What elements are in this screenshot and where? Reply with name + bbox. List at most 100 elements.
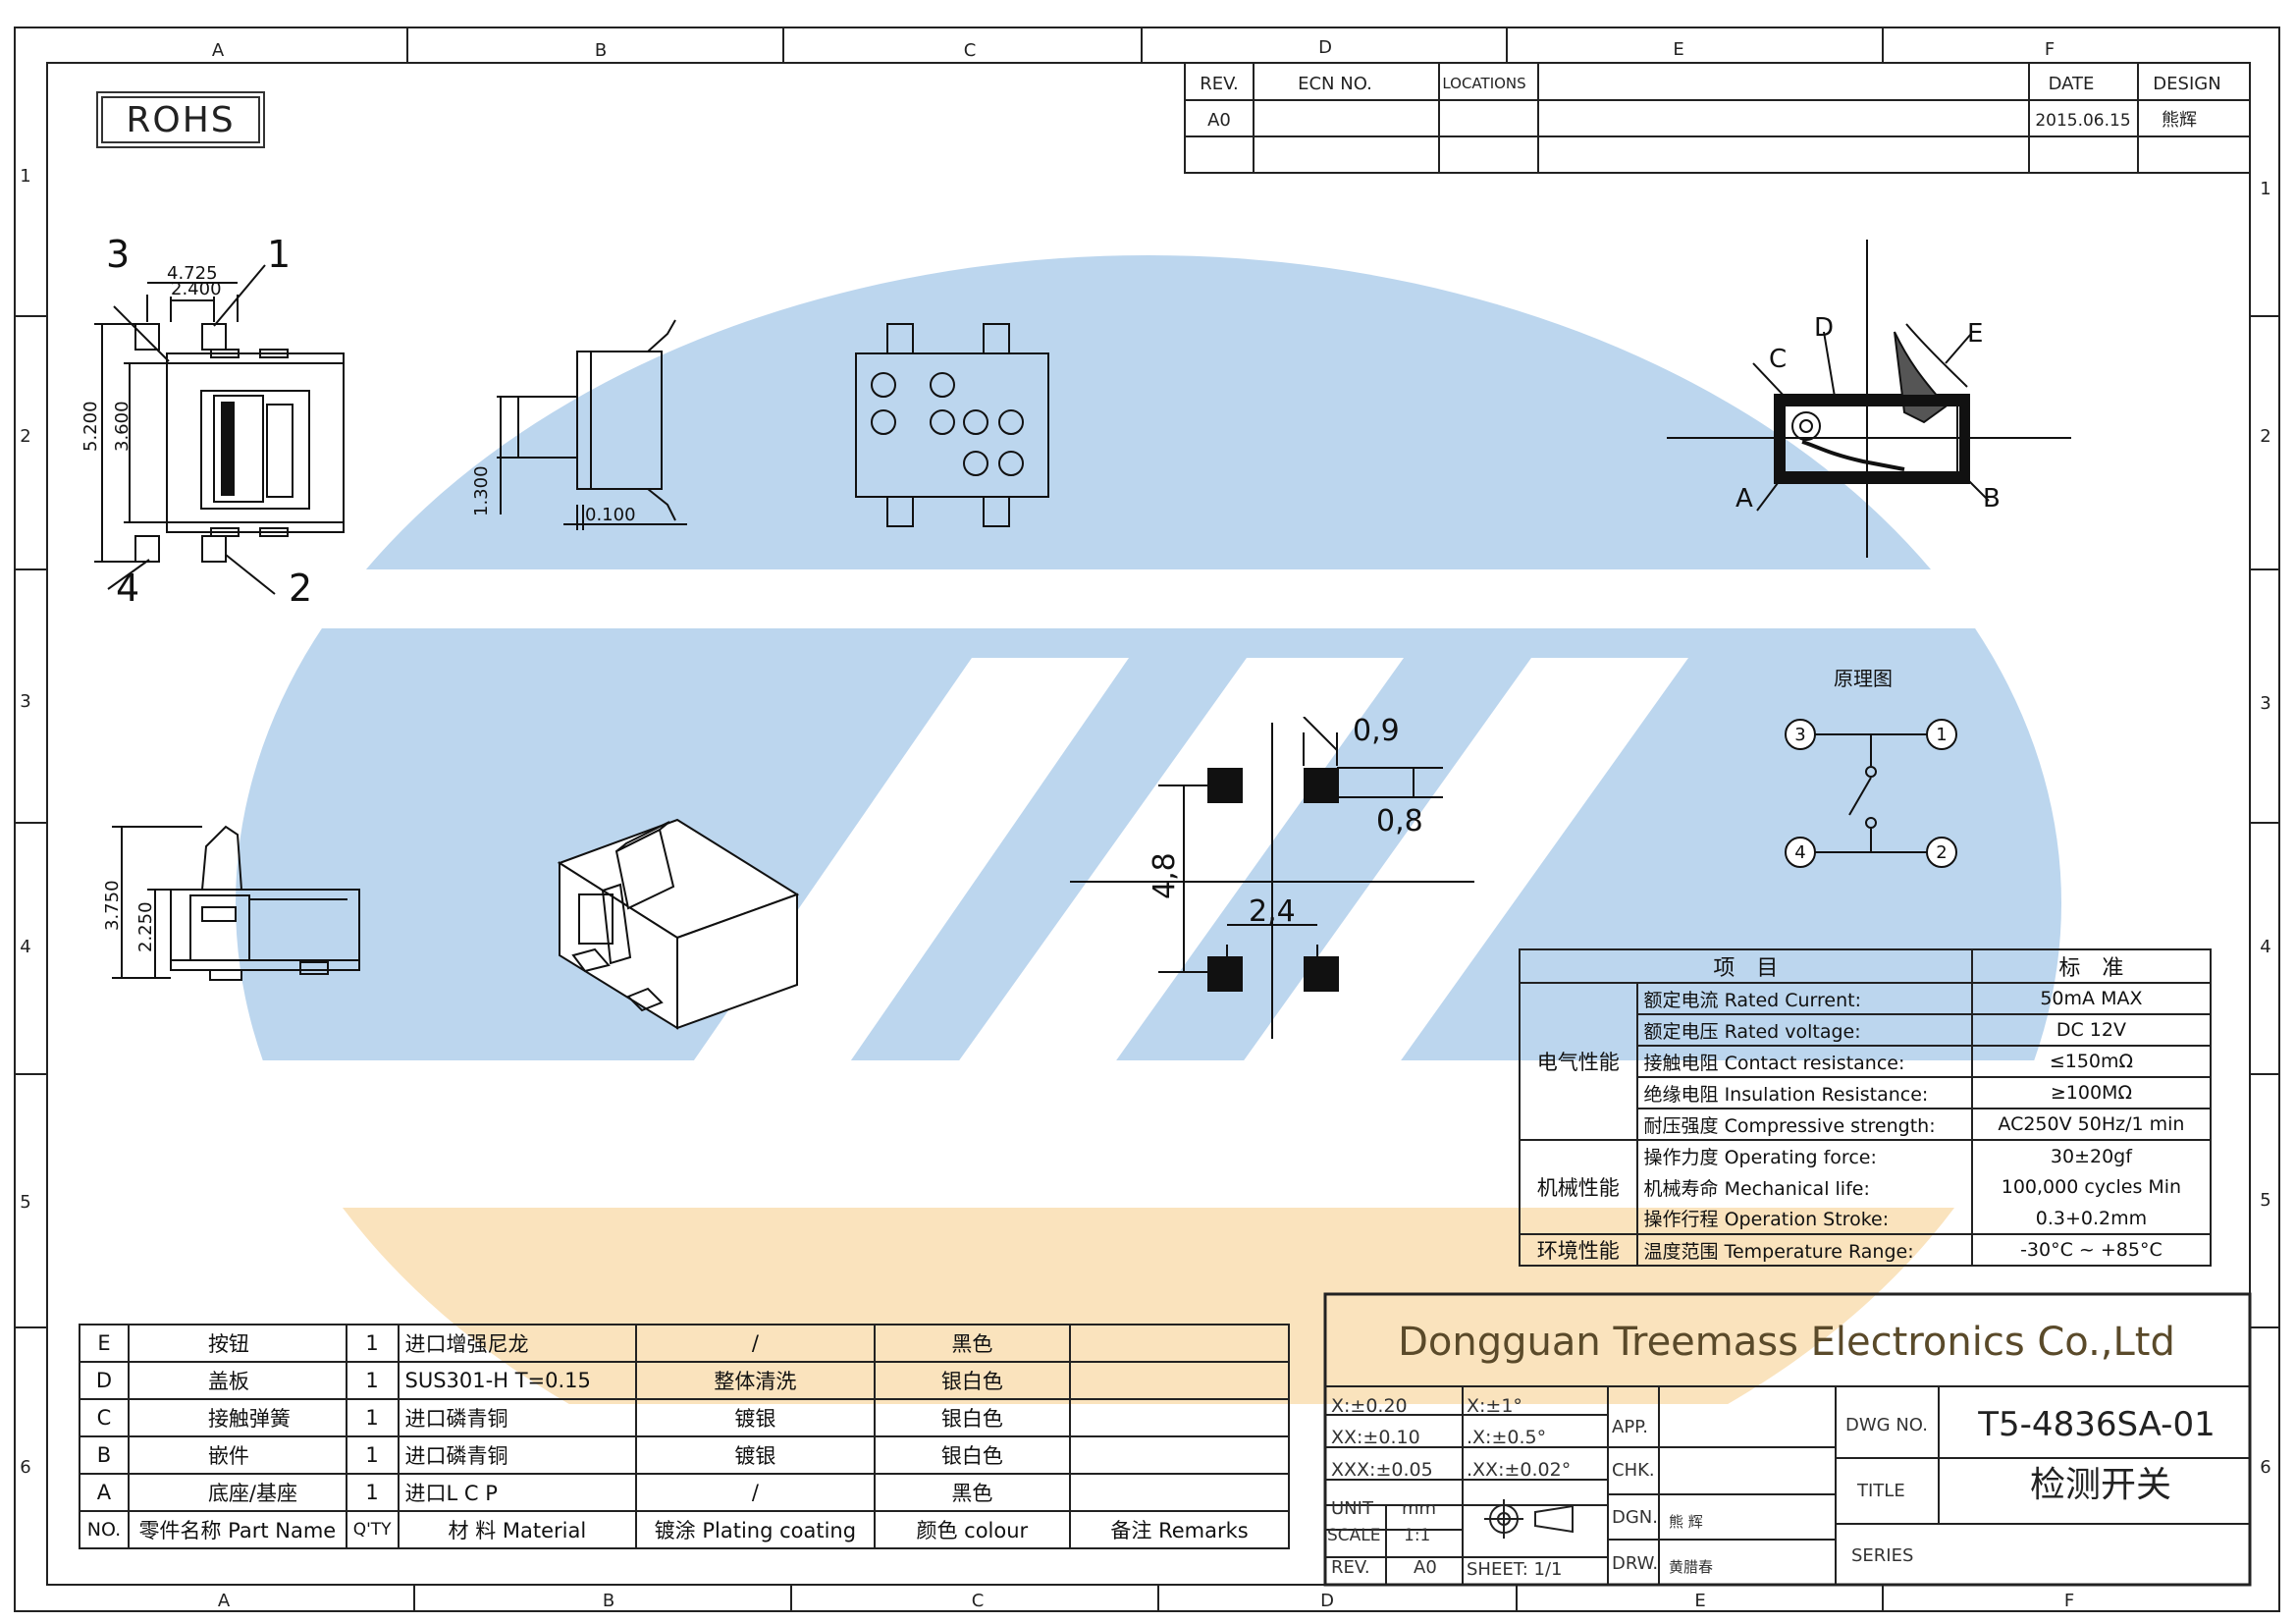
spec-value: -30°C ~ +85°C xyxy=(1970,1233,2213,1267)
mech-label-b: B xyxy=(1983,484,2001,514)
spec-param: 耐压强度 Compressive strength: xyxy=(1635,1108,1973,1141)
date-value: 2015.06.15 xyxy=(2035,111,2130,131)
front-view-drawing: 3.750 2.250 xyxy=(102,825,360,981)
spec-head-item: 项 目 xyxy=(1519,948,1973,984)
col-label-bottom: B xyxy=(603,1591,614,1611)
row-label-left: 2 xyxy=(20,426,30,447)
row-label-left: 5 xyxy=(20,1192,30,1213)
rohs-label: ROHS xyxy=(126,99,236,140)
spec-value: AC250V 50Hz/1 min xyxy=(1970,1108,2213,1141)
dim-3600: 3.600 xyxy=(112,401,133,452)
drw-label: DRW. xyxy=(1612,1553,1658,1574)
chk-label: CHK. xyxy=(1612,1460,1655,1481)
sch-pin-1: 1 xyxy=(1936,725,1947,745)
spec-group-electrical: 电气性能 xyxy=(1519,982,1638,1141)
dim-2400: 2.400 xyxy=(171,279,222,299)
row-label-right: 5 xyxy=(2260,1190,2270,1211)
row-label-right: 1 xyxy=(2260,179,2270,199)
mech-label-d: D xyxy=(1814,313,1834,343)
row-label-right: 4 xyxy=(2260,937,2270,957)
top-view-drawing: 3 1 4 2 4.725 2.400 5.200 3.600 xyxy=(80,233,345,609)
unit-label: UNIT xyxy=(1331,1498,1374,1519)
date-header: DATE xyxy=(2049,74,2095,94)
spec-value: ≤150mΩ xyxy=(1970,1045,2213,1078)
dim-2250: 2.250 xyxy=(135,901,156,952)
design-value: 熊辉 xyxy=(2162,110,2197,131)
schematic-diagram: 原理图 3 1 4 2 xyxy=(1785,667,1957,868)
rev-value: A0 xyxy=(1207,110,1231,131)
col-label-top: A xyxy=(212,40,225,61)
dim-4725: 4.725 xyxy=(167,263,218,284)
dim-1300: 1.300 xyxy=(471,465,492,516)
dim-5200: 5.200 xyxy=(80,401,101,452)
dim-3750: 3.750 xyxy=(102,880,123,931)
tol-linear-1: X:±0.20 xyxy=(1331,1395,1408,1417)
dim-4-8: 4,8 xyxy=(1148,852,1182,899)
spec-value: ≥100MΩ xyxy=(1970,1076,2213,1109)
spec-value: DC 12V xyxy=(1970,1013,2213,1047)
row-label-left: 6 xyxy=(20,1457,30,1478)
title-label: TITLE xyxy=(1856,1481,1905,1501)
scale-value: 1:1 xyxy=(1404,1526,1430,1545)
app-label: APP. xyxy=(1612,1417,1648,1437)
rev-label: REV. xyxy=(1331,1557,1370,1578)
schematic-title: 原理图 xyxy=(1834,667,1893,690)
spec-param: 接触电阻 Contact resistance: xyxy=(1635,1045,1973,1078)
row-label-left: 1 xyxy=(20,166,30,187)
spec-param: 绝缘电阻 Insulation Resistance: xyxy=(1635,1076,1973,1109)
spec-param: 操作行程 Operation Stroke: xyxy=(1635,1203,1973,1235)
col-label-bottom: F xyxy=(2064,1591,2074,1611)
pin-label-4: 4 xyxy=(116,567,139,609)
spec-value: 50mA MAX xyxy=(1970,982,2213,1015)
sch-pin-2: 2 xyxy=(1936,842,1947,863)
spec-param: 温度范围 Temperature Range: xyxy=(1635,1233,1973,1267)
col-label-bottom: D xyxy=(1320,1591,1334,1611)
sheet-value: SHEET: 1/1 xyxy=(1467,1559,1562,1580)
revision-table: REV. ECN NO. LOCATIONS DATE DESIGN A0 20… xyxy=(1184,62,2251,174)
row-label-right: 3 xyxy=(2260,693,2270,714)
row-label-left: 4 xyxy=(20,937,30,957)
spec-param: 操作力度 Operating force: xyxy=(1635,1139,1973,1171)
spec-value: 100,000 cycles Min xyxy=(1970,1171,2213,1203)
spec-param: 额定电压 Rated voltage: xyxy=(1635,1013,1973,1047)
spec-table: 项 目 标 准 电气性能 额定电流 Rated Current: 50mA MA… xyxy=(1519,948,2213,1267)
rohs-stamp: ROHS xyxy=(96,91,265,148)
title-value: 检测开关 xyxy=(2030,1465,2171,1505)
tol-angular-1: X:±1° xyxy=(1467,1395,1522,1417)
dgn-name: 熊 辉 xyxy=(1669,1513,1703,1531)
col-label-top: F xyxy=(2045,39,2055,60)
dim-2-4: 2,4 xyxy=(1249,894,1296,929)
drw-name: 黄腊春 xyxy=(1669,1558,1713,1576)
scale-label: SCALE xyxy=(1327,1526,1381,1545)
side-view-drawing: 1.300 0.100 xyxy=(471,319,687,530)
spec-head-std: 标 准 xyxy=(1970,948,2213,984)
tol-linear-3: XXX:±0.05 xyxy=(1331,1459,1433,1481)
col-label-top: D xyxy=(1318,37,1332,58)
col-label-top: C xyxy=(964,40,977,61)
pcb-footprint-drawing: 0,9 0,8 4,8 2,4 xyxy=(1070,717,1474,1039)
dim-0-8: 0,8 xyxy=(1376,804,1423,839)
design-header: DESIGN xyxy=(2153,74,2220,94)
tol-linear-2: XX:±0.10 xyxy=(1331,1427,1420,1448)
spec-group-mechanical: 机械性能 xyxy=(1519,1139,1638,1235)
rev-header: REV. xyxy=(1200,74,1239,94)
mech-label-a: A xyxy=(1735,484,1753,514)
row-label-left: 3 xyxy=(20,691,30,712)
col-label-bottom: C xyxy=(972,1591,985,1611)
dgn-label: DGN. xyxy=(1612,1507,1658,1528)
series-label: SERIES xyxy=(1851,1545,1913,1566)
spec-param: 额定电流 Rated Current: xyxy=(1635,982,1973,1015)
col-label-bottom: E xyxy=(1694,1591,1705,1611)
spec-value: 30±20gf xyxy=(1970,1139,2213,1171)
col-label-top: B xyxy=(595,40,607,61)
pin-label-2: 2 xyxy=(289,567,312,609)
mech-label-e: E xyxy=(1967,319,1983,349)
row-label-right: 6 xyxy=(2260,1457,2270,1478)
